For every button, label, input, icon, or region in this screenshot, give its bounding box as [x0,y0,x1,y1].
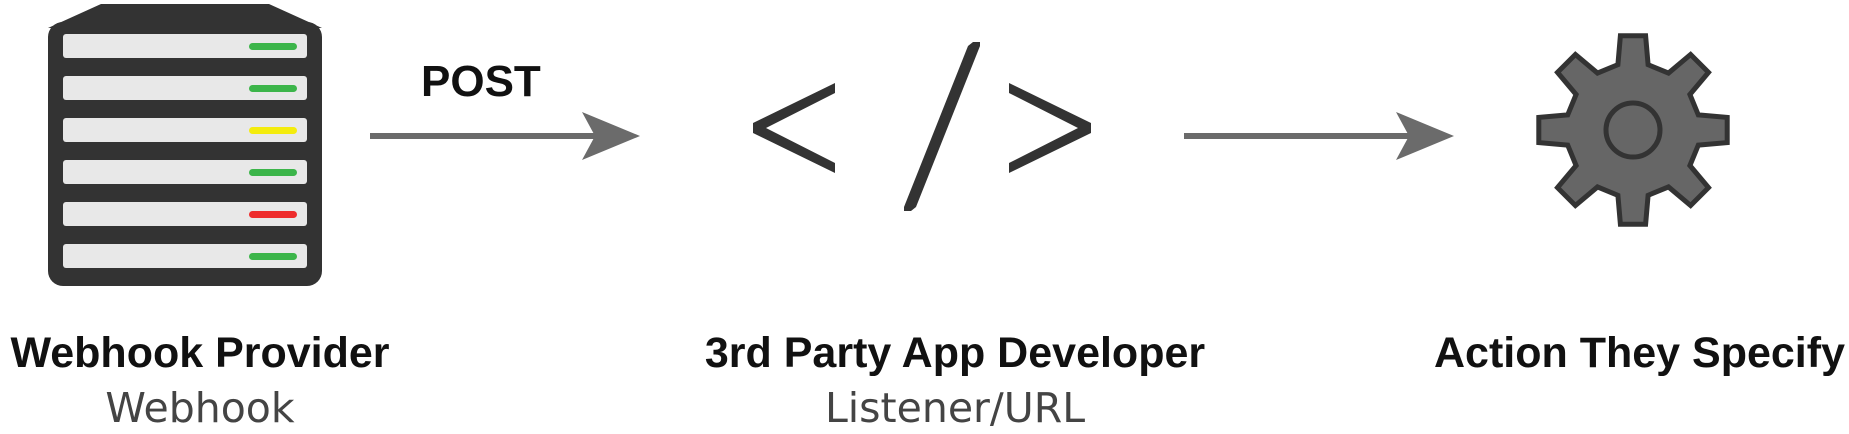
slash-glyph [904,42,980,211]
server-tray [63,118,307,142]
less-than-glyph [753,83,835,173]
gear-icon [1536,33,1730,227]
greater-than-glyph [1009,83,1091,173]
gear-hub [1603,100,1663,160]
status-led-icon [249,127,297,134]
arrow-listener-to-action [1184,112,1454,160]
server-tray [63,160,307,184]
status-led-icon [249,253,297,260]
status-led-icon [249,85,297,92]
status-led-icon [249,43,297,50]
node-subtitle-listener: Listener/URL [824,384,1086,432]
node-subtitle-webhook: Webhook [105,384,295,432]
server-tray [63,34,307,58]
node-title-action: Action They Specify [1434,329,1845,377]
edge-label-post: POST [421,57,541,106]
server-units [63,34,307,268]
server-rack-icon [48,4,322,286]
arrowhead-icon [582,112,640,160]
server-tray [63,244,307,268]
server-tray [63,202,307,226]
status-led-icon [249,211,297,218]
code-brackets-icon [753,42,1091,211]
node-title-webhook-provider: Webhook Provider [10,329,390,377]
arrow-provider-to-listener [370,112,640,160]
status-led-icon [249,169,297,176]
node-title-app-developer: 3rd Party App Developer [704,329,1206,377]
arrowhead-icon [1396,112,1454,160]
server-tray [63,76,307,100]
